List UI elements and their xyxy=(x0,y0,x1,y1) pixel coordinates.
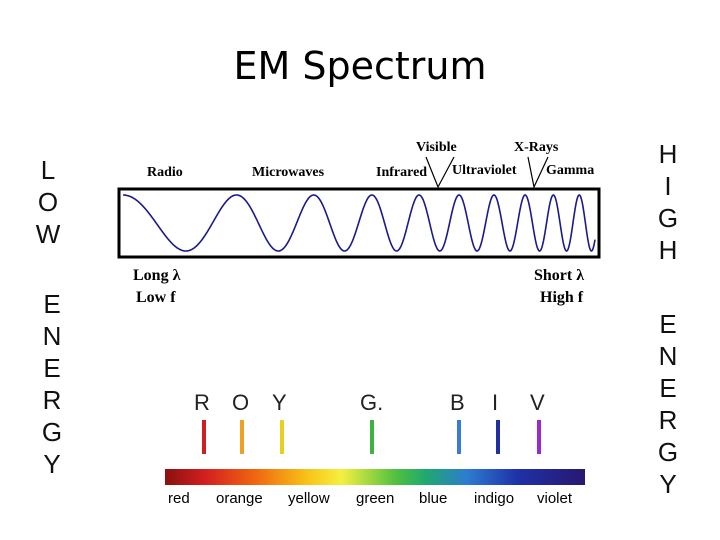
radio-label: Radio xyxy=(147,165,183,180)
roygbiv-color-mark xyxy=(280,420,284,454)
letter: E xyxy=(659,373,677,403)
color-name-label: violet xyxy=(537,490,573,507)
roygbiv-letter: R xyxy=(194,390,210,415)
page-title: EM Spectrum xyxy=(233,44,487,88)
color-name-label: orange xyxy=(216,490,263,507)
roygbiv-letter: V xyxy=(530,390,545,415)
color-name-label: green xyxy=(356,490,395,507)
visible-pointer-icon xyxy=(425,156,455,189)
color-name-label: blue xyxy=(419,490,448,507)
letter: R xyxy=(42,385,62,415)
roygbiv-color-mark xyxy=(457,420,461,454)
roygbiv-letter: I xyxy=(492,390,499,415)
visible-label: Visible xyxy=(416,140,457,155)
letter: Y xyxy=(43,449,61,479)
letter: R xyxy=(658,405,678,435)
gamma-label: Gamma xyxy=(546,163,595,178)
letter: E xyxy=(43,353,61,383)
letter: H xyxy=(658,235,678,265)
roygbiv-letter: B xyxy=(450,390,465,415)
letter: I xyxy=(664,171,672,201)
roygbiv-letter: Y xyxy=(272,390,287,415)
ultraviolet-label: Ultraviolet xyxy=(452,163,517,178)
letter: E xyxy=(659,309,677,339)
roygbiv-color-mark xyxy=(240,420,244,454)
color-name-label: red xyxy=(168,490,190,507)
letter: G xyxy=(657,203,679,233)
wave-diagram xyxy=(117,187,601,259)
letter: W xyxy=(35,219,61,249)
letter: N xyxy=(658,341,678,371)
letter: G xyxy=(41,417,63,447)
roygbiv-letter: O xyxy=(232,390,250,415)
letter: N xyxy=(42,321,62,351)
letter: G xyxy=(657,437,679,467)
roygbiv-color-mark xyxy=(496,420,500,454)
letter: Y xyxy=(659,469,677,499)
long-wavelength-label: Long λ xyxy=(133,267,181,284)
high-frequency-label: High f xyxy=(540,289,584,306)
roygbiv-color-mark xyxy=(202,420,206,454)
short-wavelength-label: Short λ xyxy=(534,267,585,284)
low-frequency-label: Low f xyxy=(136,289,176,306)
letter: O xyxy=(37,187,59,217)
roygbiv-color-mark xyxy=(370,420,374,454)
color-name-label: indigo xyxy=(474,490,515,507)
xrays-label: X-Rays xyxy=(514,140,559,155)
letter: H xyxy=(658,139,678,169)
letter: E xyxy=(43,289,61,319)
em-wave xyxy=(123,194,596,252)
roygbiv-color-mark xyxy=(537,420,541,454)
roygbiv-letter: G. xyxy=(360,390,384,415)
letter: L xyxy=(40,155,56,185)
xrays-pointer-icon xyxy=(527,156,549,189)
visible-spectrum-strip xyxy=(165,469,585,485)
infrared-label: Infrared xyxy=(376,165,428,180)
microwaves-label: Microwaves xyxy=(252,165,325,180)
color-name-label: yellow xyxy=(288,490,330,507)
